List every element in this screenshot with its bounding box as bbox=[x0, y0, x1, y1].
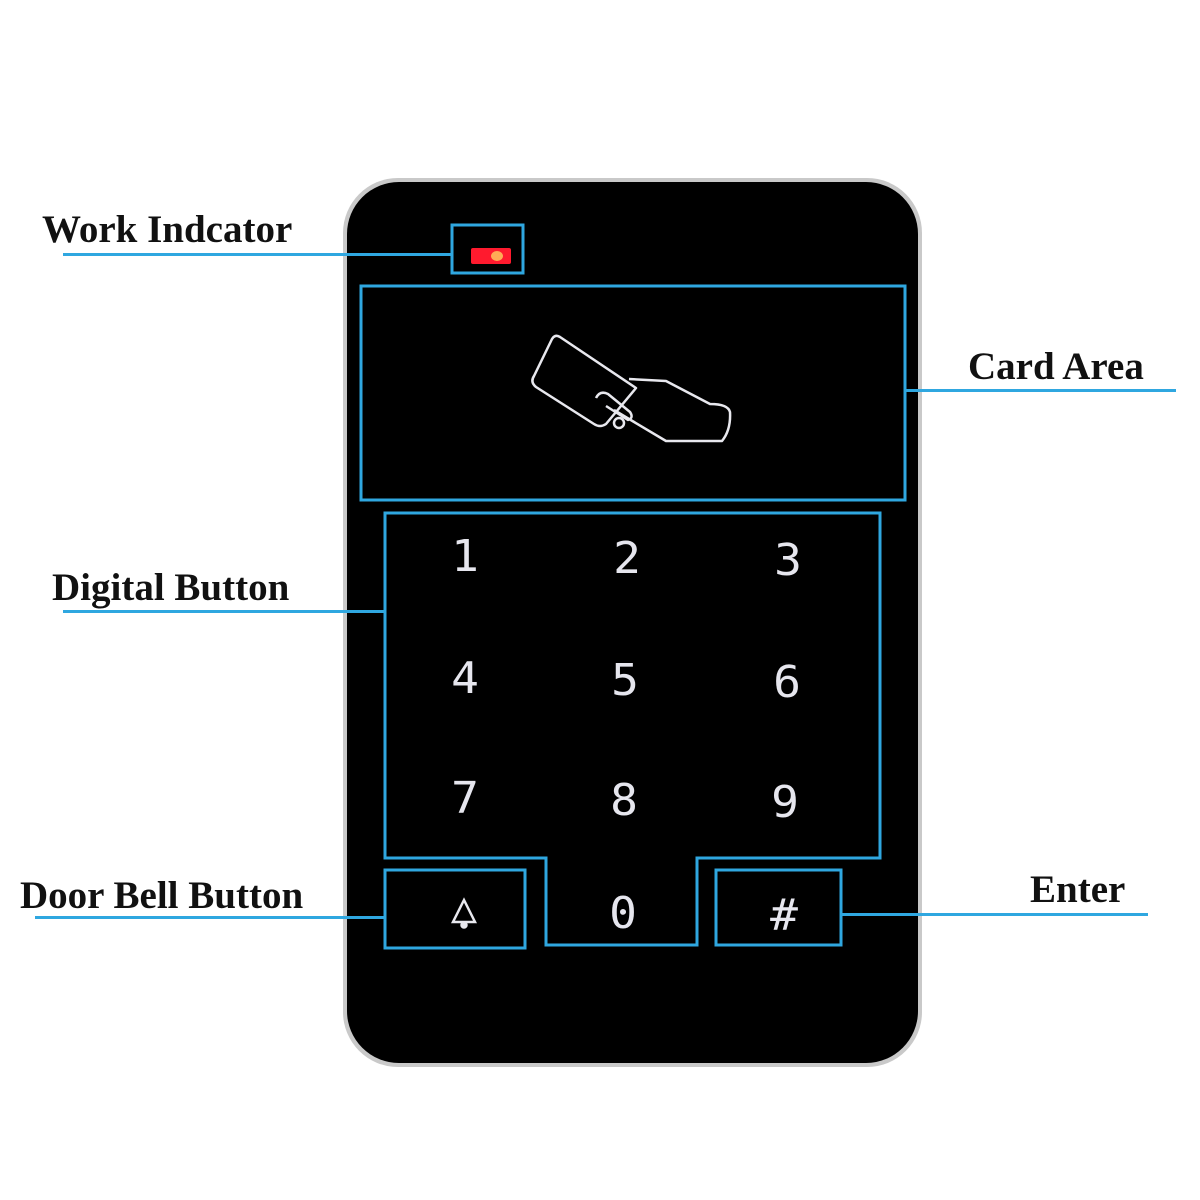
leader-enter bbox=[841, 913, 1148, 916]
card-area-box[interactable] bbox=[359, 284, 907, 502]
device-body bbox=[347, 182, 918, 1063]
label-digital-button: Digital Button bbox=[52, 566, 290, 609]
key-2[interactable]: 2 bbox=[613, 533, 641, 584]
key-5[interactable]: 5 bbox=[611, 655, 639, 706]
key-0[interactable]: 0 bbox=[609, 888, 637, 939]
label-door-bell-button: Door Bell Button bbox=[20, 874, 304, 917]
key-hash[interactable]: # bbox=[770, 890, 798, 941]
hand-holding-card-icon bbox=[531, 334, 732, 443]
leader-work-indicator bbox=[63, 253, 453, 256]
key-1[interactable]: 1 bbox=[451, 531, 479, 582]
leader-digital-button bbox=[63, 610, 385, 613]
door-bell-button[interactable] bbox=[383, 868, 527, 950]
leader-card-area bbox=[905, 389, 1176, 392]
label-card-area: Card Area bbox=[968, 345, 1144, 388]
led-glow bbox=[491, 251, 503, 261]
digital-button-callout-box bbox=[383, 511, 882, 947]
key-3[interactable]: 3 bbox=[774, 535, 802, 586]
enter-button[interactable] bbox=[714, 868, 843, 947]
leader-door-bell-button bbox=[35, 916, 385, 919]
label-enter: Enter bbox=[1030, 868, 1126, 911]
key-4[interactable]: 4 bbox=[451, 653, 479, 704]
label-work-indicator: Work Indcator bbox=[42, 208, 293, 251]
key-9[interactable]: 9 bbox=[771, 777, 799, 828]
key-7[interactable]: 7 bbox=[451, 773, 479, 824]
key-8[interactable]: 8 bbox=[610, 775, 638, 826]
bell-icon bbox=[450, 897, 478, 929]
key-6[interactable]: 6 bbox=[773, 657, 801, 708]
work-indicator-callout-box bbox=[450, 223, 525, 275]
